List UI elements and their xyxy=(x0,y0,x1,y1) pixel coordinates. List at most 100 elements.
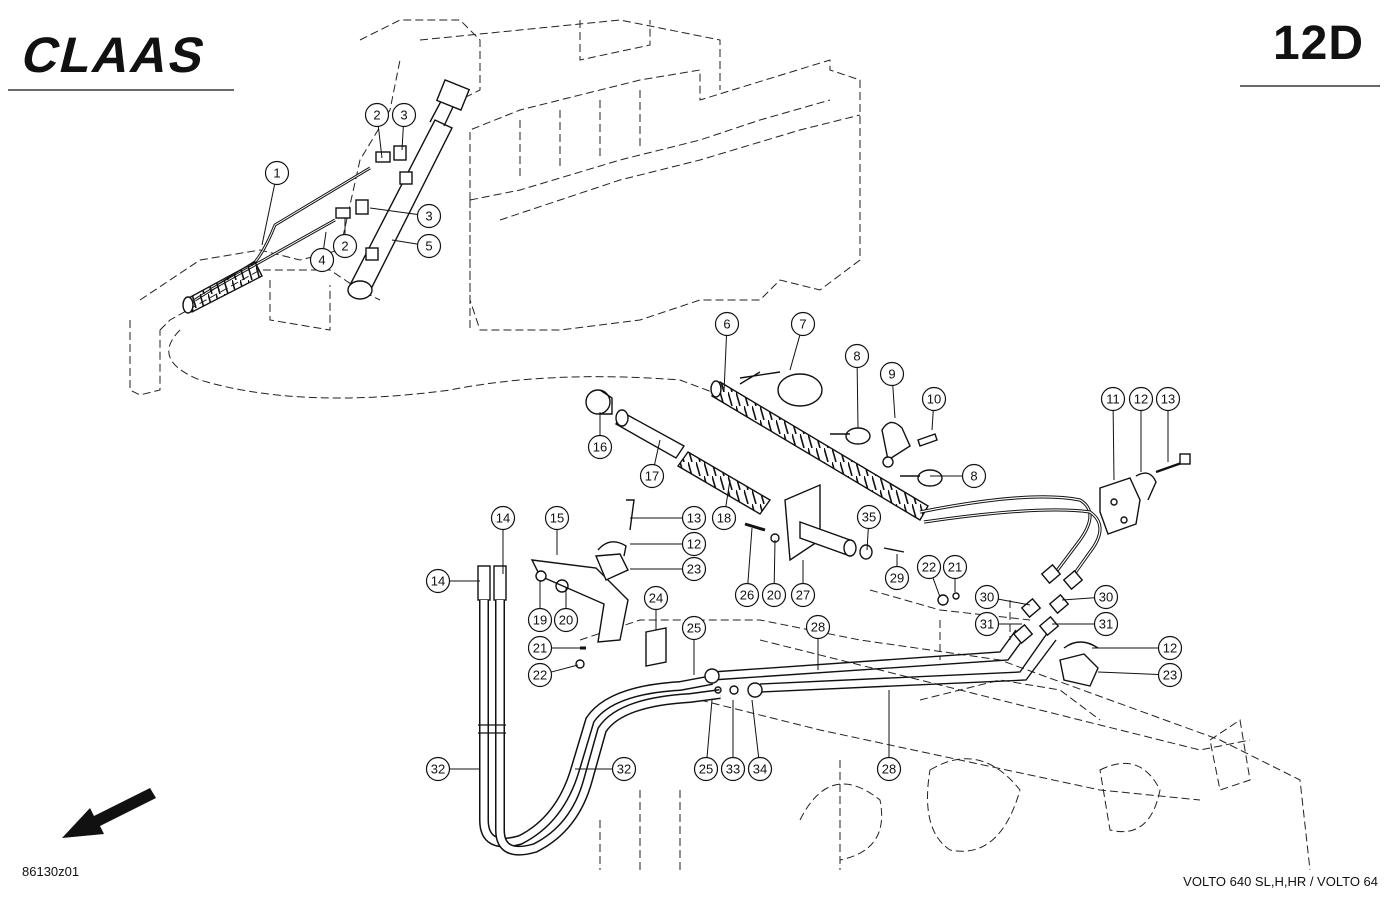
callout-number: 27 xyxy=(796,588,810,603)
callout-bubble xyxy=(416,203,442,229)
callout-c25b: 25 xyxy=(693,699,719,782)
callout-number: 34 xyxy=(753,762,767,777)
callout-leader xyxy=(998,598,1031,606)
callout-bubble xyxy=(681,556,707,582)
callout-bubble xyxy=(720,756,746,782)
callout-number: 21 xyxy=(948,560,962,575)
callout-leader xyxy=(747,527,753,584)
callout-c32a: 32 xyxy=(425,756,480,782)
callout-number: 3 xyxy=(425,209,432,224)
callout-number: 13 xyxy=(687,511,701,526)
callout-bubble xyxy=(734,582,760,608)
callout-c14b: 14 xyxy=(425,568,480,594)
callout-number: 15 xyxy=(550,511,564,526)
callout-number: 32 xyxy=(617,762,631,777)
callout-c10: 10 xyxy=(921,386,947,431)
callout-c35: 35 xyxy=(856,504,882,551)
callout-c2b: 2 xyxy=(332,218,358,259)
callout-c22a: 22 xyxy=(527,662,579,688)
callout-number: 30 xyxy=(980,590,994,605)
callout-number: 29 xyxy=(890,571,904,586)
callout-c28b: 28 xyxy=(876,690,902,782)
callout-number: 4 xyxy=(318,253,325,268)
callout-leader xyxy=(550,664,579,673)
callout-c15: 15 xyxy=(544,505,570,555)
claas-logo: CLAAS xyxy=(16,27,212,83)
callout-c7: 7 xyxy=(789,311,816,371)
callout-c18: 18 xyxy=(711,479,737,531)
callout-number: 22 xyxy=(533,668,547,683)
callout-bubble xyxy=(1093,611,1119,637)
callout-c13b: 13 xyxy=(630,505,707,531)
callout-leader xyxy=(1112,410,1115,481)
mounting-bracket-assembly xyxy=(477,499,667,669)
callout-bubble xyxy=(1157,662,1183,688)
callout-c11: 11 xyxy=(1100,386,1126,481)
callout-bubble xyxy=(916,554,942,580)
callout-bubble xyxy=(681,505,707,531)
callout-leader xyxy=(654,439,661,465)
callout-bubble xyxy=(527,662,553,688)
callout-bubble xyxy=(942,554,968,580)
callout-c22b: 22 xyxy=(916,554,942,598)
callout-c1: 1 xyxy=(261,160,290,246)
callout-c2a: 2 xyxy=(364,102,390,159)
callout-number: 14 xyxy=(496,511,510,526)
callout-bubble xyxy=(264,160,290,186)
callout-number: 31 xyxy=(980,617,994,632)
callout-c25a: 25 xyxy=(681,615,707,675)
callout-number: 5 xyxy=(425,239,432,254)
callout-c8a: 8 xyxy=(844,343,870,429)
callout-c30a: 30 xyxy=(974,584,1031,610)
callout-leader xyxy=(369,207,418,215)
callout-number: 19 xyxy=(533,613,547,628)
callout-bubble xyxy=(643,585,669,611)
callout-c19: 19 xyxy=(527,580,553,633)
callout-c9: 9 xyxy=(879,361,905,419)
callout-number: 20 xyxy=(559,613,573,628)
callout-bubble xyxy=(490,505,516,531)
callout-leader xyxy=(751,699,760,758)
callout-number: 14 xyxy=(431,574,445,589)
clamp-block-assembly xyxy=(1099,453,1191,535)
callout-c20b: 20 xyxy=(761,539,787,608)
callout-bubble xyxy=(527,607,553,633)
callout-c5: 5 xyxy=(391,233,442,259)
callout-leader xyxy=(932,577,941,598)
callout-number: 30 xyxy=(1099,590,1113,605)
callout-bubble xyxy=(681,615,707,641)
callout-c23a: 23 xyxy=(630,556,707,582)
callout-leader xyxy=(789,334,801,371)
callout-c16: 16 xyxy=(587,412,613,460)
callout-bubble xyxy=(425,568,451,594)
callout-c3b: 3 xyxy=(369,203,442,229)
callout-leader xyxy=(261,184,276,246)
callout-bubble xyxy=(790,582,816,608)
callout-c20a: 20 xyxy=(553,588,579,633)
callout-number: 25 xyxy=(699,762,713,777)
callout-bubble xyxy=(587,434,613,460)
callout-bubble xyxy=(309,247,335,273)
callout-number: 3 xyxy=(400,108,407,123)
callout-bubble xyxy=(332,233,358,259)
callout-c13a: 13 xyxy=(1155,386,1181,462)
callout-bubble xyxy=(1157,635,1183,661)
callout-bubble xyxy=(844,343,870,369)
callout-number: 28 xyxy=(811,620,825,635)
callout-c6: 6 xyxy=(714,311,740,393)
callout-c17: 17 xyxy=(639,439,665,489)
callout-leader xyxy=(725,479,731,507)
callout-bubble xyxy=(714,311,740,337)
callout-c34: 34 xyxy=(747,699,773,782)
callout-bubble xyxy=(1100,386,1126,412)
callout-c21a: 21 xyxy=(527,635,580,661)
sheet-number: 12D xyxy=(1272,17,1364,70)
callout-bubble xyxy=(921,386,947,412)
callout-bubble xyxy=(416,233,442,259)
callout-number: 18 xyxy=(717,511,731,526)
callout-bubble xyxy=(761,582,787,608)
callout-leader xyxy=(856,367,859,429)
callout-c30b: 30 xyxy=(1061,584,1119,610)
callout-leader xyxy=(323,231,327,249)
callout-number: 13 xyxy=(1161,392,1175,407)
